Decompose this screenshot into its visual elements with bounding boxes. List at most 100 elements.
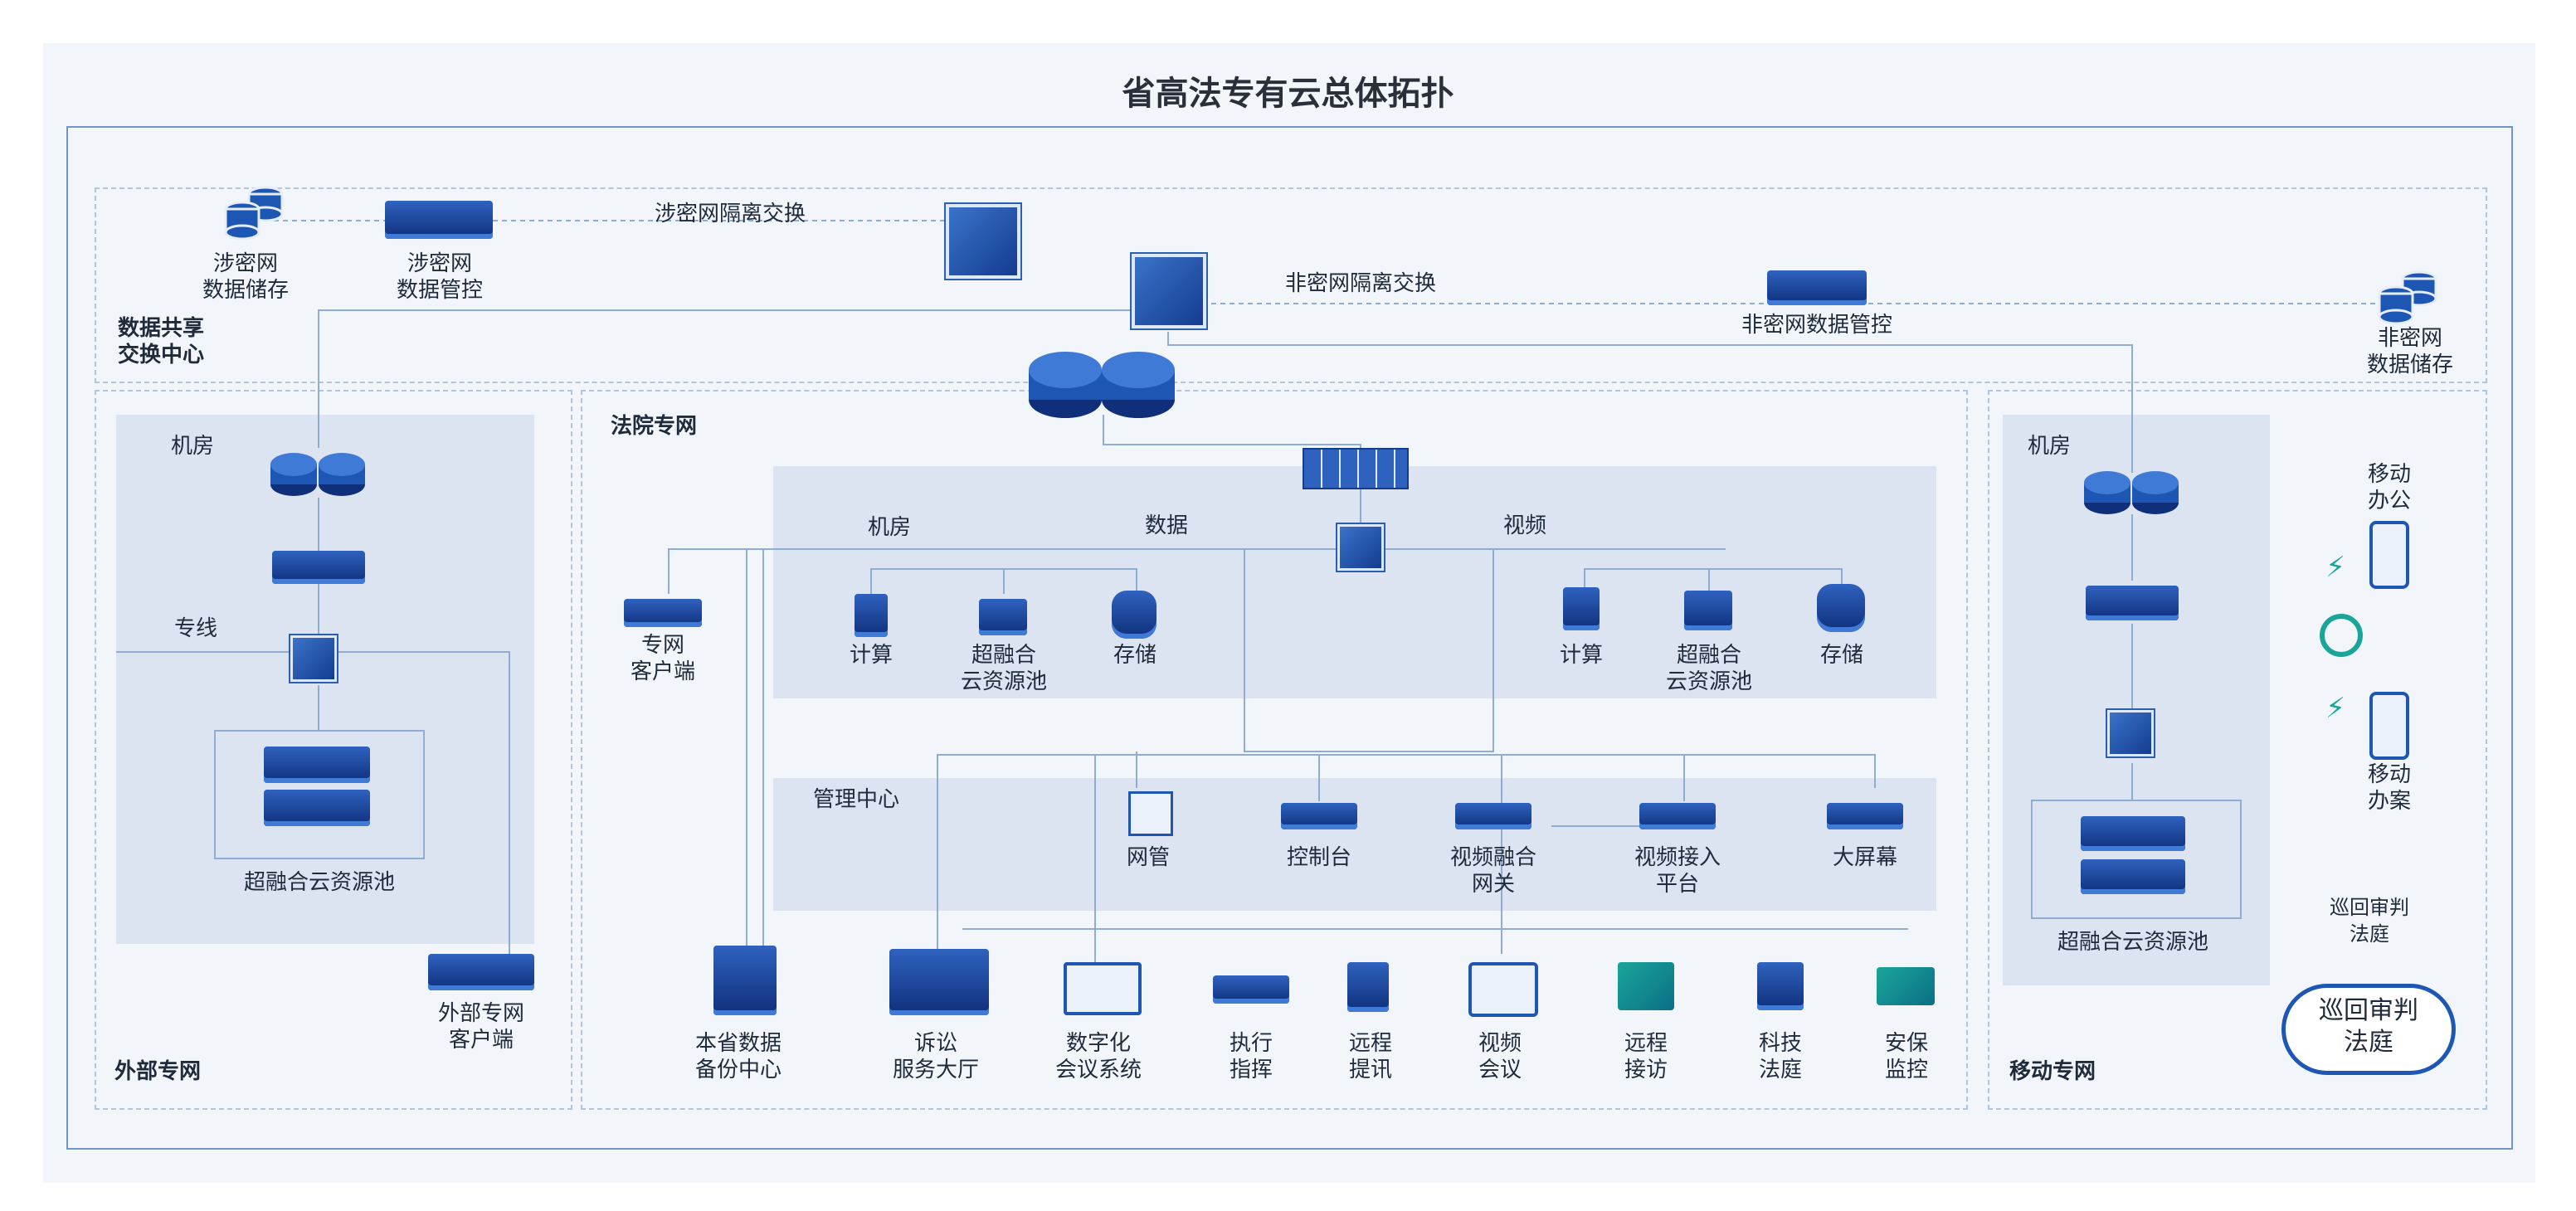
nonsecret-storage-label: 非密网 数据储存 bbox=[2366, 326, 2453, 377]
bottom-item-label: 远程 接访 bbox=[1624, 1031, 1668, 1082]
bottom-item-label: 执行 指挥 bbox=[1229, 1031, 1273, 1082]
nonsecret-control-server bbox=[1767, 270, 1867, 305]
mobile-network-region bbox=[1988, 390, 2487, 1110]
video-label: 视频 bbox=[1503, 513, 1547, 538]
bottom-item-label: 科技 法庭 bbox=[1758, 1031, 1802, 1082]
mgmt-item-label: 视频融合 网关 bbox=[1449, 845, 1536, 897]
dedicated-line-label: 专线 bbox=[174, 616, 218, 641]
court-section-label: 法院专网 bbox=[611, 414, 698, 439]
diagram-title: 省高法专有云总体拓扑 bbox=[1122, 75, 1454, 113]
bottom-item-label: 安保 监控 bbox=[1884, 1031, 1928, 1082]
secret-isolation-label: 涉密网隔离交换 bbox=[654, 202, 806, 226]
hci-icon bbox=[1684, 591, 1732, 630]
court-switch-icon bbox=[1337, 524, 1384, 571]
data-pool-label: 超融合 云资源池 bbox=[960, 643, 1047, 694]
bottom-item-label: 本省数据 备份中心 bbox=[694, 1031, 782, 1082]
mobile-switch-icon bbox=[2107, 710, 2154, 756]
mgmt-item-label: 控制台 bbox=[1286, 845, 1351, 870]
bottom-item-label: 远程 提讯 bbox=[1348, 1031, 1392, 1082]
secret-control-label: 涉密网 数据管控 bbox=[396, 251, 483, 303]
bottom-item-label: 数字化 会议系统 bbox=[1054, 1031, 1142, 1082]
bottom-item-label: 视频 会议 bbox=[1478, 1031, 1522, 1082]
building-icon bbox=[889, 949, 989, 1015]
database-icon bbox=[1817, 584, 1865, 632]
router-icon bbox=[1029, 352, 1175, 418]
data-storage-label: 存储 bbox=[1113, 643, 1157, 668]
lightning-icon: ⚡ bbox=[2325, 551, 2345, 584]
mobile-room-label: 机房 bbox=[2028, 434, 2072, 459]
firewall-icon bbox=[1303, 448, 1409, 489]
nonsecret-isolation-label: 非密网隔离交换 bbox=[1284, 271, 1436, 296]
laptop-icon bbox=[1064, 962, 1142, 1015]
remote-arraign-icon bbox=[1347, 962, 1389, 1012]
bottom-item-label: 诉讼 服务大厅 bbox=[892, 1031, 979, 1082]
exchange-center-label: 数据共享 交换中心 bbox=[118, 316, 205, 367]
mobile-section-label: 移动专网 bbox=[2009, 1059, 2096, 1084]
secret-isolation-switch-icon bbox=[946, 204, 1020, 279]
secret-control-server bbox=[385, 201, 493, 239]
mobile-pool-label: 超融合云资源池 bbox=[2057, 930, 2208, 955]
mgmt-item-label: 大屏幕 bbox=[1832, 845, 1897, 870]
mobile-hci-frame bbox=[2031, 800, 2242, 919]
outer-frame bbox=[66, 126, 2513, 1150]
camera-icon bbox=[1877, 967, 1935, 1005]
exchange-center-region bbox=[95, 187, 2487, 383]
hci-icon bbox=[2081, 859, 2185, 894]
mgmt-item-label: 视频接入 平台 bbox=[1634, 845, 1721, 897]
hci-icon bbox=[2081, 816, 2185, 851]
external-firewall-server bbox=[272, 551, 365, 584]
external-section-label: 外部专网 bbox=[114, 1059, 202, 1084]
video-storage-label: 存储 bbox=[1819, 643, 1863, 668]
mgmt-center-label: 管理中心 bbox=[813, 787, 900, 812]
external-room-label: 机房 bbox=[171, 434, 215, 459]
signal-icon bbox=[2320, 614, 2363, 657]
circuit-court-label: 巡回审判 法庭 bbox=[2330, 896, 2409, 946]
secret-storage-label: 涉密网 数据储存 bbox=[202, 251, 289, 303]
phone-icon bbox=[2369, 692, 2409, 760]
mobile-case-label: 移动 办案 bbox=[2367, 762, 2411, 814]
netmgmt-icon bbox=[1128, 791, 1173, 836]
big-screen-server bbox=[1827, 803, 1903, 829]
hci-icon bbox=[264, 790, 370, 826]
mgmt-item-label: 网管 bbox=[1126, 845, 1170, 870]
external-network-region bbox=[95, 390, 572, 1110]
database-icon bbox=[2378, 270, 2437, 325]
command-server bbox=[1213, 975, 1289, 1004]
mobile-office-label: 移动 办公 bbox=[2367, 462, 2411, 513]
hci-icon bbox=[979, 599, 1027, 635]
phone-icon bbox=[2369, 521, 2409, 589]
core-switch-icon bbox=[1132, 254, 1206, 328]
video-access-server bbox=[1639, 803, 1716, 829]
court-network-region bbox=[581, 390, 1968, 1110]
remote-visit-icon bbox=[1618, 962, 1674, 1010]
court-room-label: 机房 bbox=[868, 515, 912, 540]
court-icon bbox=[1757, 962, 1804, 1010]
video-compute-label: 计算 bbox=[1559, 643, 1603, 668]
server-icon bbox=[713, 946, 777, 1015]
monitor-icon bbox=[1468, 962, 1538, 1017]
external-switch-icon bbox=[290, 635, 337, 682]
mgmt-center-panel bbox=[773, 778, 1936, 911]
video-gateway-server bbox=[1455, 803, 1531, 829]
external-pool-label: 超融合云资源池 bbox=[243, 870, 395, 895]
server-icon bbox=[1563, 587, 1600, 630]
database-icon bbox=[1112, 591, 1157, 639]
court-client-server bbox=[624, 599, 702, 627]
lightning-icon: ⚡ bbox=[2325, 692, 2345, 725]
video-pool-label: 超融合 云资源池 bbox=[1665, 643, 1752, 694]
console-server bbox=[1281, 803, 1357, 829]
data-label: 数据 bbox=[1145, 513, 1189, 538]
database-icon bbox=[224, 186, 284, 241]
external-client-label: 外部专网 客户端 bbox=[437, 1001, 524, 1053]
court-room-panel bbox=[773, 466, 1936, 698]
cloud-label: 巡回审判 法庭 bbox=[2319, 996, 2418, 1057]
data-compute-label: 计算 bbox=[849, 643, 893, 668]
hci-icon bbox=[264, 747, 370, 783]
server-icon bbox=[855, 594, 888, 637]
external-client-server bbox=[428, 954, 534, 990]
cloud-icon bbox=[2281, 984, 2456, 1075]
external-hci-frame bbox=[214, 730, 425, 859]
court-client-label: 专网 客户端 bbox=[630, 633, 695, 684]
mobile-firewall-server bbox=[2086, 586, 2179, 620]
